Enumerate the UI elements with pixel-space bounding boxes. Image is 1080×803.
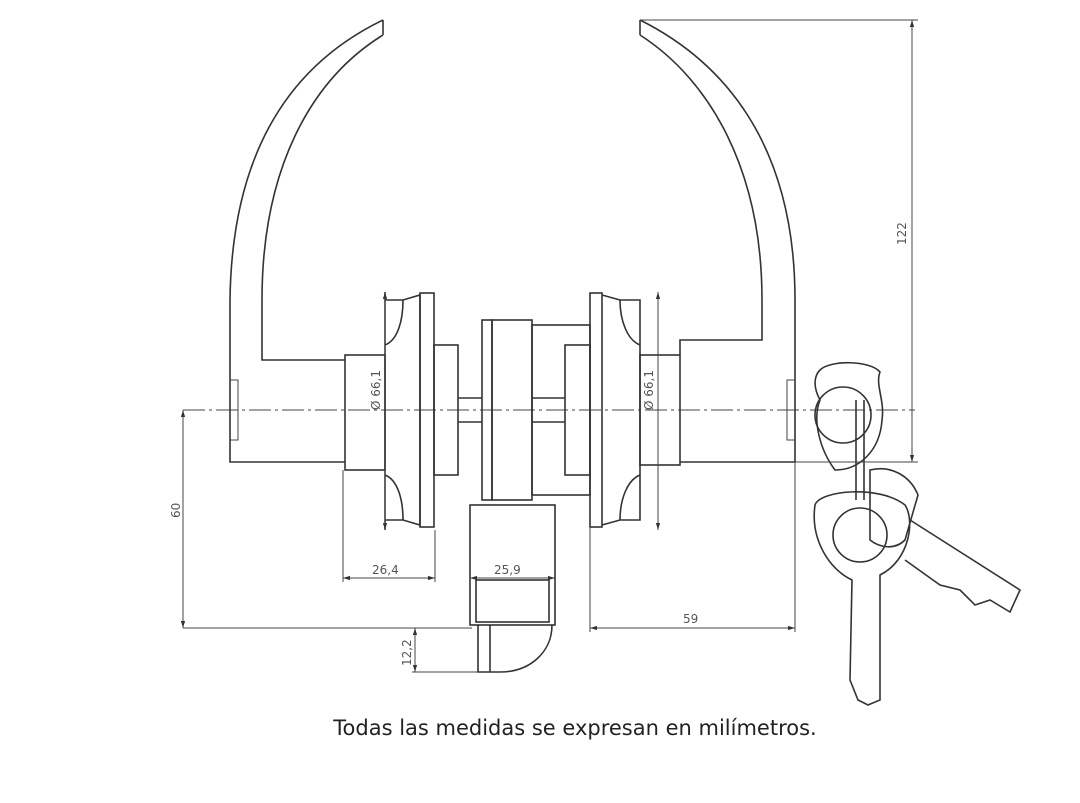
- keys-icon: [813, 361, 1022, 706]
- dim-diameter-left: Ø 66,1: [369, 370, 383, 410]
- left-rose: [344, 292, 482, 530]
- dim-12-2: 12,2: [400, 639, 414, 666]
- right-lever: [639, 19, 796, 463]
- dim-26-4: 26,4: [372, 563, 399, 577]
- units-caption: Todas las medidas se expresan en milímet…: [333, 716, 817, 740]
- dim-diameter-right: Ø 66,1: [642, 370, 656, 410]
- dim-122: 122: [895, 222, 909, 245]
- dim-25-9: 25,9: [494, 563, 521, 577]
- dim-60: 60: [169, 503, 183, 518]
- latch: [469, 504, 556, 673]
- left-lever: [229, 19, 384, 463]
- dimension-lines: [180, 19, 918, 673]
- dim-59: 59: [683, 612, 698, 626]
